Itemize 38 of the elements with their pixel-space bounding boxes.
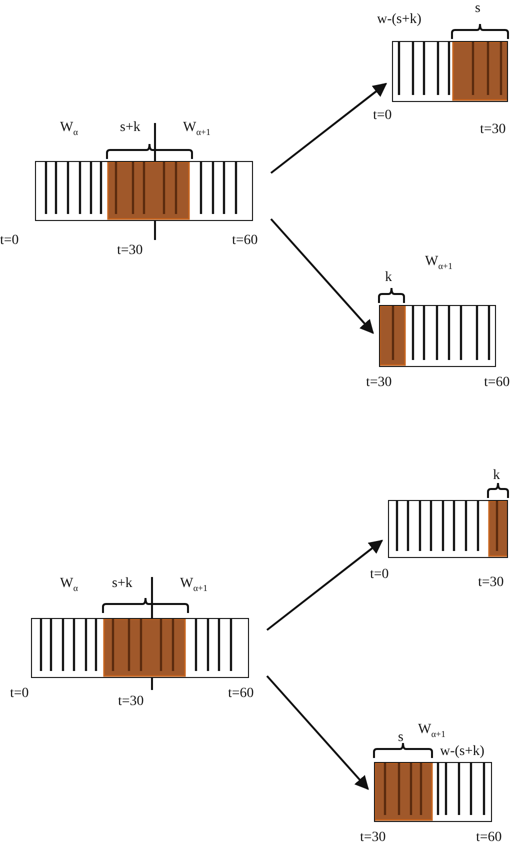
time-label: t=60 (476, 830, 502, 846)
time-label: t=0 (10, 686, 29, 702)
window-label: W$_{α+1}$ (180, 576, 208, 594)
window-label: W$_{α+1}$ (183, 120, 211, 138)
window-label: W$_{α}$ (60, 576, 78, 594)
time-label: t=60 (228, 686, 254, 702)
interval-label: w-(s+k) (377, 12, 422, 28)
time-window-strip (388, 500, 508, 558)
time-label: t=30 (480, 122, 506, 138)
window-label: W$_{α+1}$ (418, 722, 446, 740)
interval-label: k (493, 468, 500, 484)
time-label: t=0 (0, 233, 19, 248)
time-label: t=30 (360, 830, 386, 846)
arrow (266, 675, 369, 790)
time-label: t=0 (373, 108, 392, 124)
interval-label: s+k (120, 120, 140, 136)
arrow (270, 218, 374, 334)
time-label: t=30 (366, 375, 392, 390)
interval-label: w-(s+k) (440, 744, 484, 760)
time-window-strip (35, 161, 253, 221)
time-label: t=30 (117, 243, 143, 258)
time-label: t=60 (232, 233, 258, 248)
time-window-strip (379, 305, 496, 367)
time-label: t=30 (478, 575, 504, 590)
time-label: t=0 (370, 567, 389, 582)
interval-label: s (475, 1, 480, 16)
time-window-strip (392, 41, 508, 102)
time-label: t=60 (484, 375, 510, 390)
arrow (266, 540, 384, 631)
window-label: W$_{α}$ (60, 120, 78, 138)
interval-label: s+k (112, 576, 132, 592)
time-label: t=30 (118, 694, 144, 710)
interval-label: k (385, 270, 392, 286)
interval-label: s (398, 730, 404, 746)
arrow (270, 82, 388, 174)
time-window-strip (31, 618, 249, 678)
window-label: W$_{α+1}$ (425, 254, 453, 272)
time-window-strip (374, 762, 492, 822)
